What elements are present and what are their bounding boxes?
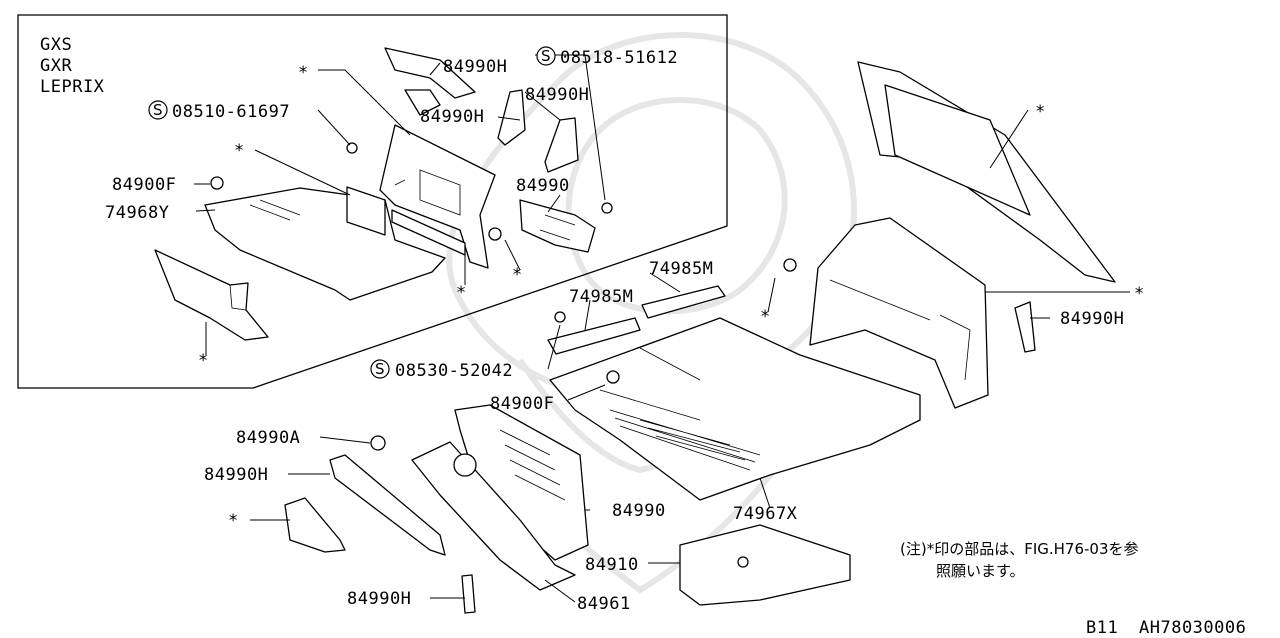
label-84990-main: 84990 [612, 501, 666, 521]
model-gxr: GXR [40, 56, 72, 76]
label-08518-51612: 08518-51612 [560, 48, 678, 68]
label-84990H-mid: 84990H [420, 107, 484, 127]
inset-bracket-h1 [384, 47, 476, 99]
label-84990H-top: 84990H [443, 57, 507, 77]
lower-left-bracket [284, 497, 346, 553]
note-line-2: 照願います。 [936, 562, 1025, 580]
asterisk-4: * [512, 265, 523, 285]
footer-figure-id: AH78030006 [1139, 618, 1246, 638]
floor-mat-main [549, 317, 921, 501]
sill-strip-lower [547, 317, 641, 355]
screw-marker-1: S [536, 46, 556, 66]
small-bracket [461, 574, 476, 614]
asterisk-1: * [298, 63, 309, 83]
inset-screw2-icon [601, 202, 613, 214]
clip-right-icon [783, 258, 797, 272]
clip-84900F-icon [606, 370, 620, 384]
svg-text:S: S [153, 101, 163, 119]
label-08530-52042: 08530-52042 [395, 361, 513, 381]
label-84900F-main: 84900F [490, 394, 554, 414]
label-84990H-left: 84990H [204, 465, 268, 485]
inset-square-pad [346, 186, 386, 236]
label-84990H-far-right: 84990H [1060, 309, 1124, 329]
leader-lines [194, 54, 1130, 603]
asterisk-5: * [198, 351, 209, 371]
label-84990A: 84990A [236, 428, 300, 448]
clip-84990A-icon [370, 435, 386, 451]
screw-08530-icon [554, 311, 566, 323]
label-84990-inset: 84990 [516, 176, 570, 196]
note-line-1: (注)*印の部品は、FIG.H76-03を参 [900, 540, 1139, 558]
spare-tire-mat [679, 524, 851, 606]
inset-screw-icon [346, 142, 358, 154]
asterisk-2: * [234, 141, 245, 161]
svg-text:S: S [375, 360, 385, 378]
asterisk-7: * [1035, 102, 1046, 122]
inset-back-panel [379, 124, 496, 269]
label-84961: 84961 [577, 594, 631, 614]
label-74985M-lower: 74985M [569, 287, 633, 307]
quarter-inner-panel [809, 217, 989, 409]
inset-side-trim [154, 249, 269, 341]
side-box [454, 404, 589, 561]
label-74967X: 74967X [733, 504, 798, 524]
asterisk-6: * [760, 307, 771, 327]
svg-text:S: S [541, 47, 551, 65]
screw-marker-3: S [370, 359, 390, 379]
asterisk-9: * [228, 511, 239, 531]
label-74985M-upper: 74985M [649, 259, 713, 279]
inset-clip2-icon [488, 227, 502, 241]
label-84990H-right: 84990H [525, 85, 589, 105]
inset-bracket-h2 [404, 89, 441, 116]
asterisk-8: * [1134, 284, 1145, 304]
sill-strip-upper [641, 285, 726, 319]
label-84990H-bottom: 84990H [347, 589, 411, 609]
label-84910: 84910 [585, 555, 639, 575]
label-74968Y: 74968Y [105, 203, 169, 223]
model-gxs: GXS [40, 35, 72, 55]
screw-marker-2: S [148, 100, 168, 120]
label-08510-61697: 08510-61697 [172, 102, 290, 122]
model-leprix: LEPRIX [40, 77, 105, 97]
asterisk-3: * [456, 283, 467, 303]
label-84900F-inset: 84900F [112, 175, 176, 195]
inset-frame [17, 14, 728, 389]
inset-bracket-h3 [497, 89, 526, 146]
inset-clip-icon [210, 176, 224, 190]
footer-model-code: B11 [1086, 618, 1118, 638]
inset-bracket-box [519, 199, 596, 253]
inset-bracket-h4 [544, 117, 579, 173]
support-rod [329, 454, 446, 556]
right-bracket [1014, 301, 1036, 353]
